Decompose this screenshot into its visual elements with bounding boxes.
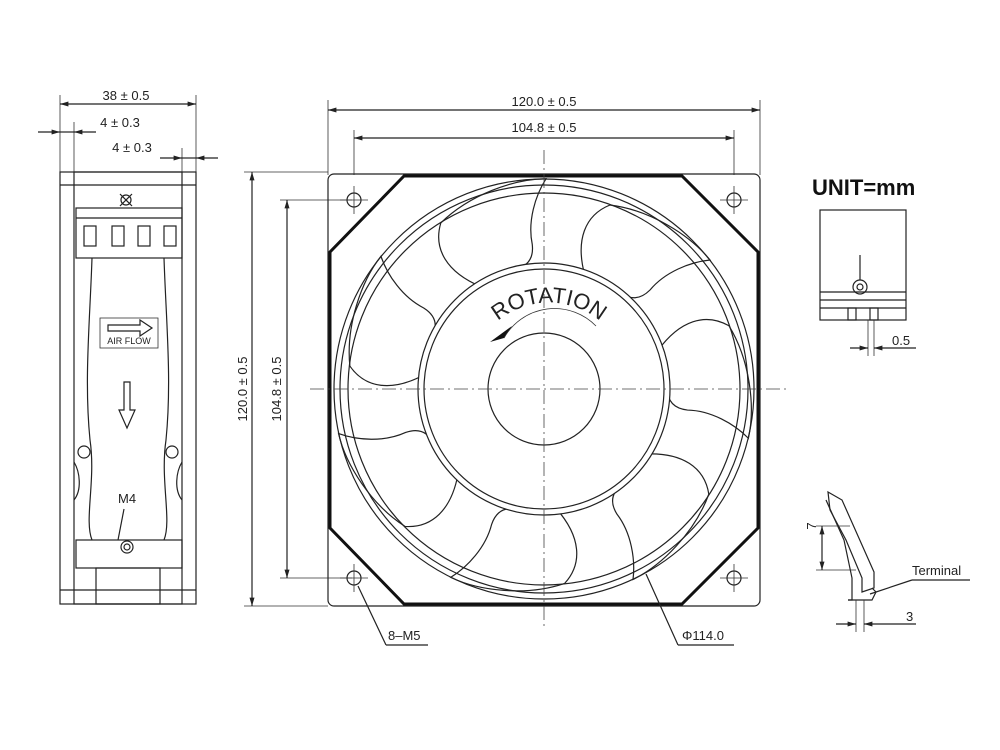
side-view: 38 ± 0.5 4 ± 0.3 4 ± 0.3 AIR FLOW [38,88,218,605]
mount-holes [340,186,748,592]
front-hole-spacing-vertical-dim: 104.8 ± 0.5 [269,357,284,422]
front-view: 120.0 ± 0.5 104.8 ± 0.5 120.0 ± 0.5 104.… [235,94,790,646]
mount-hole-label: 8–M5 [388,628,421,643]
side-width-dim: 38 ± 0.5 [103,88,150,103]
detail-top-dim: 0.5 [892,333,910,348]
airflow-label: AIR FLOW [107,336,151,346]
detail-terminal-view: 7 Terminal 3 [804,490,970,632]
front-width-dim: 120.0 ± 0.5 [512,94,577,109]
terminal-width-dim: 3 [906,609,913,624]
m4-label: M4 [118,491,136,506]
terminal-height-dim: 7 [804,522,819,529]
side-flange-dim-top: 4 ± 0.3 [100,115,140,130]
rotation-arrow-icon [490,326,512,342]
front-height-dim: 120.0 ± 0.5 [235,357,250,422]
unit-label: UNIT=mm [812,175,915,200]
terminal-label: Terminal [912,563,961,578]
front-hole-spacing-dim: 104.8 ± 0.5 [512,120,577,135]
diameter-label: Φ114.0 [682,628,724,643]
side-flange-dim-bottom: 4 ± 0.3 [112,140,152,155]
detail-top-view: 0.5 [819,209,916,356]
